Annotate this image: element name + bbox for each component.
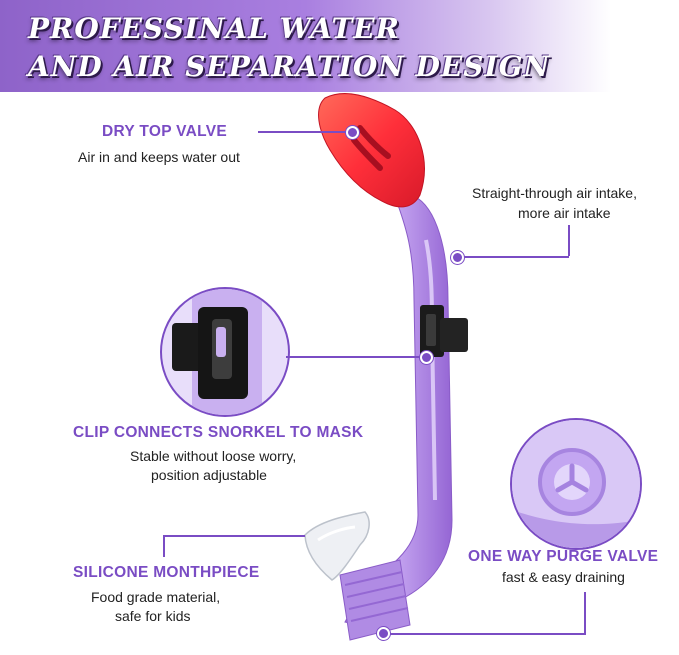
mouthpiece-desc-line-2: safe for kids — [115, 608, 191, 624]
clip-desc-line-1: Stable without loose worry, — [130, 448, 297, 464]
clip-marker — [420, 351, 433, 364]
purge-valve-connector-horizontal — [386, 633, 586, 635]
purge-valve-desc: fast & easy draining — [502, 569, 625, 585]
dry-top-valve-marker — [346, 126, 359, 139]
banner-title-line-2: AND AIR SEPARATION DESIGN — [28, 50, 551, 83]
flex-tube-section — [339, 559, 411, 641]
air-intake-connector-horizontal — [456, 256, 569, 258]
clip-title: CLIP CONNECTS SNORKEL TO MASK — [73, 424, 364, 441]
purge-valve-connector-vertical — [584, 592, 586, 634]
air-intake-desc-line-2: more air intake — [518, 205, 611, 221]
clip-desc-line-2: position adjustable — [151, 467, 267, 483]
dry-top-valve-connector — [258, 131, 346, 133]
snorkel-clip — [420, 305, 468, 357]
mouthpiece-connector-horizontal — [163, 535, 305, 537]
purge-valve-marker — [377, 627, 390, 640]
purge-valve-detail-circle — [510, 418, 642, 550]
banner-title-line-1: PROFESSINAL WATER — [28, 12, 400, 45]
clip-connector — [286, 356, 424, 358]
mouthpiece — [304, 511, 370, 581]
header-banner — [0, 0, 679, 92]
mouthpiece-desc-line-1: Food grade material, — [91, 589, 221, 605]
air-intake-marker — [451, 251, 464, 264]
mouthpiece-connector-vertical — [163, 535, 165, 557]
dry-top-valve-title: DRY TOP VALVE — [102, 123, 228, 140]
dry-top-valve-desc: Air in and keeps water out — [78, 149, 240, 165]
air-intake-desc-line-1: Straight-through air intake, — [472, 185, 637, 201]
purge-valve-title: ONE WAY PURGE VALVE — [468, 548, 659, 565]
air-intake-connector-vertical — [568, 225, 570, 256]
clip-detail-circle — [160, 287, 290, 417]
mouthpiece-title: SILICONE MONTHPIECE — [73, 564, 260, 581]
dry-top-valve — [318, 93, 425, 208]
